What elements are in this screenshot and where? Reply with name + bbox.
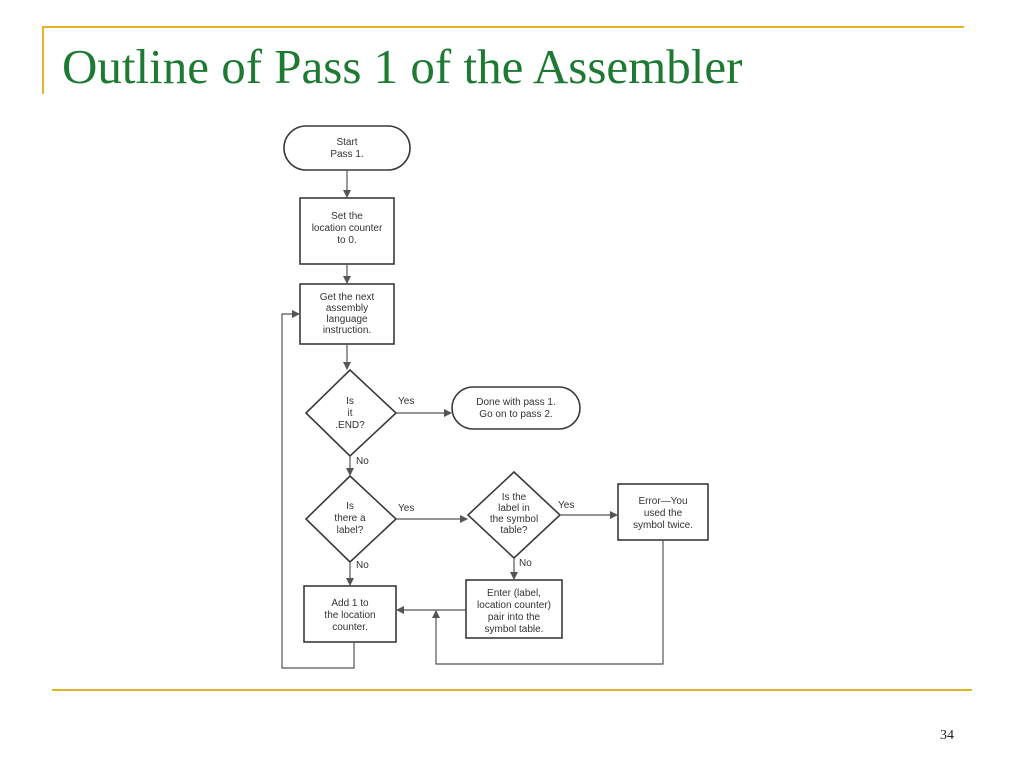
node-start-line: Start <box>336 137 357 148</box>
node-is-label-line: label? <box>337 525 364 536</box>
node-is-end-line: it <box>348 408 353 419</box>
node-start-line: Pass 1. <box>330 149 363 160</box>
node-enter-pair: Enter (label, location counter) pair int… <box>465 579 563 639</box>
node-in-symtab-line: table? <box>500 525 528 536</box>
node-is-end-line: .END? <box>335 420 365 431</box>
node-error-line: used the <box>644 508 683 519</box>
node-is-label: Is there a label? <box>304 474 398 564</box>
node-enter-pair-line: location counter) <box>477 600 551 611</box>
node-set-counter: Set the location counter to 0. <box>299 197 395 265</box>
node-set-counter-line: to 0. <box>337 235 356 246</box>
node-error: Error—You used the symbol twice. <box>617 483 709 541</box>
node-enter-pair-line: symbol table. <box>485 624 544 635</box>
node-in-symtab-line: Is the <box>502 492 527 503</box>
edge-label-label-no: No <box>356 560 369 571</box>
node-enter-pair-line: Enter (label, <box>487 588 541 599</box>
node-get-next: Get the next assembly language instructi… <box>299 283 395 345</box>
accent-top-line <box>42 26 964 28</box>
node-is-label-line: Is <box>346 501 354 512</box>
node-get-next-line: language <box>326 314 368 325</box>
node-done: Done with pass 1. Go on to pass 2. <box>451 386 581 430</box>
edge-loop-back <box>281 310 355 669</box>
page-number: 34 <box>940 728 954 743</box>
node-add-one-line: Add 1 to <box>331 598 369 609</box>
edge-label-end-yes: Yes <box>398 396 414 407</box>
edge-label-label-yes: Yes <box>398 503 414 514</box>
node-get-next-line: instruction. <box>323 325 371 336</box>
edge-error-loop <box>432 540 664 665</box>
node-add-one-line: counter. <box>332 622 368 633</box>
node-set-counter-line: Set the <box>331 211 363 222</box>
node-done-line: Done with pass 1. <box>476 397 556 408</box>
node-error-line: symbol twice. <box>633 520 693 531</box>
node-is-label-line: there a <box>334 513 366 524</box>
node-get-next-line: assembly <box>326 303 368 314</box>
node-done-line: Go on to pass 2. <box>479 409 552 420</box>
node-in-symtab-line: the symbol <box>490 514 538 525</box>
node-in-symtab: Is the label in the symbol table? <box>466 470 562 560</box>
slide-title: Outline of Pass 1 of the Assembler <box>62 39 743 94</box>
edge-label-symtab-yes: Yes <box>558 500 574 511</box>
node-enter-pair-line: pair into the <box>488 612 541 623</box>
node-get-next-line: Get the next <box>320 292 375 303</box>
node-is-end-line: Is <box>346 396 354 407</box>
edge-label-end-no: No <box>356 456 369 467</box>
node-is-end: Is it .END? <box>304 368 398 458</box>
edge-label-symtab-no: No <box>519 558 532 569</box>
accent-bottom-line <box>52 689 972 691</box>
node-add-one: Add 1 to the location counter. <box>303 585 397 643</box>
pass1-flowchart: Start Pass 1. Set the location counter t… <box>246 106 736 688</box>
node-add-one-line: the location <box>324 610 375 621</box>
node-set-counter-line: location counter <box>312 223 383 234</box>
node-error-line: Error—You <box>638 496 687 507</box>
node-in-symtab-line: label in <box>498 503 530 514</box>
node-start: Start Pass 1. <box>283 125 411 171</box>
accent-vertical-line <box>42 26 44 94</box>
